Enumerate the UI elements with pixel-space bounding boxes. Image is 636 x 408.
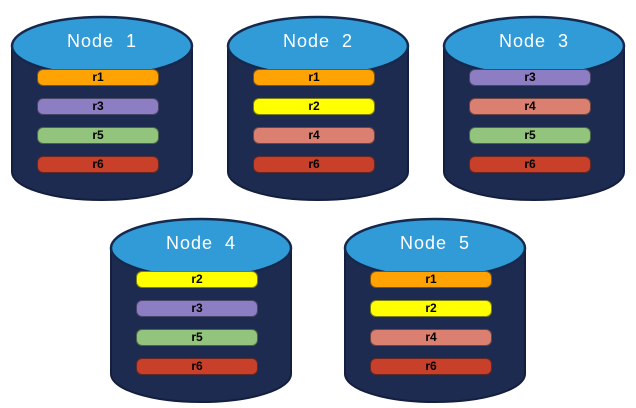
replica-bar: r3 bbox=[136, 300, 258, 317]
database-node: Node 1 r1 r3 r5 r6 bbox=[9, 13, 195, 203]
replica-bar: r5 bbox=[136, 329, 258, 346]
database-node: Node 4 r2 r3 r5 r6 bbox=[108, 215, 294, 405]
replica-bars: r1 r2 r4 r6 bbox=[370, 271, 492, 387]
replica-bar: r1 bbox=[37, 69, 159, 86]
replica-bar: r2 bbox=[136, 271, 258, 288]
top-row: Node 1 r1 r3 r5 r6 Node 2 r1 r2 r4 r6 Node 3 r… bbox=[0, 0, 636, 203]
replica-bars: r1 r3 r5 r6 bbox=[37, 69, 159, 185]
replica-bar: r1 bbox=[253, 69, 375, 86]
replica-bar: r6 bbox=[136, 358, 258, 375]
replica-bar: r6 bbox=[469, 156, 591, 173]
replica-bars: r3 r4 r5 r6 bbox=[469, 69, 591, 185]
database-node: Node 2 r1 r2 r4 r6 bbox=[225, 13, 411, 203]
replica-bar: r2 bbox=[370, 300, 492, 317]
node-title: Node 2 bbox=[282, 31, 354, 51]
replica-bars: r2 r3 r5 r6 bbox=[136, 271, 258, 387]
replica-bar: r6 bbox=[370, 358, 492, 375]
node-title: Node 1 bbox=[66, 31, 138, 51]
bottom-row: Node 4 r2 r3 r5 r6 Node 5 r1 r2 r4 r6 bbox=[0, 215, 636, 405]
replica-bar: r4 bbox=[469, 98, 591, 115]
replica-bar: r6 bbox=[253, 156, 375, 173]
database-node: Node 5 r1 r2 r4 r6 bbox=[342, 215, 528, 405]
database-node: Node 3 r3 r4 r5 r6 bbox=[441, 13, 627, 203]
replica-bar: r5 bbox=[469, 127, 591, 144]
node-title: Node 3 bbox=[498, 31, 570, 51]
replica-bar: r6 bbox=[37, 156, 159, 173]
replica-bar: r2 bbox=[253, 98, 375, 115]
replica-bar: r4 bbox=[253, 127, 375, 144]
replica-bars: r1 r2 r4 r6 bbox=[253, 69, 375, 185]
node-title: Node 5 bbox=[399, 233, 471, 253]
replica-bar: r3 bbox=[37, 98, 159, 115]
replica-bar: r1 bbox=[370, 271, 492, 288]
replica-bar: r3 bbox=[469, 69, 591, 86]
replica-bar: r5 bbox=[37, 127, 159, 144]
replica-bar: r4 bbox=[370, 329, 492, 346]
node-title: Node 4 bbox=[165, 233, 237, 253]
